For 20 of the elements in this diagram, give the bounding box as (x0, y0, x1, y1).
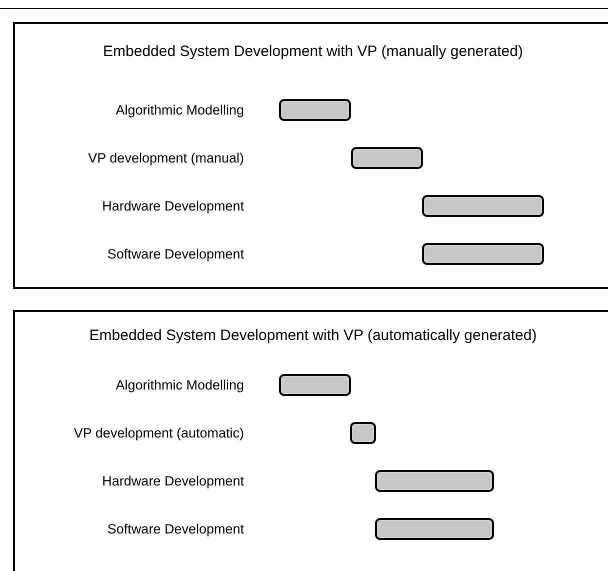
phase-panel (13, 22, 608, 289)
task-label: Algorithmic Modelling (116, 378, 244, 392)
timeline-bar (375, 470, 494, 492)
phase-panel (13, 310, 608, 571)
task-label: Hardware Development (102, 198, 244, 214)
task-label: VP development (manual) (88, 150, 244, 166)
task-label: Software Development (107, 522, 244, 536)
timeline-bar (351, 147, 423, 169)
task-label: VP development (automatic) (74, 426, 244, 440)
task-label: Algorithmic Modelling (116, 102, 244, 118)
task-label: Software Development (107, 246, 244, 262)
timeline-bar (422, 195, 544, 217)
timeline-bar (422, 243, 544, 265)
timeline-bar (279, 99, 351, 121)
task-label: Hardware Development (102, 474, 244, 488)
timeline-bar (279, 374, 351, 396)
timeline-bar (350, 422, 376, 444)
panel-title: Embedded System Development with VP (manually generated) (102, 43, 524, 60)
timeline-bar (375, 518, 494, 540)
panel-title: Embedded System Development with VP (automatically generated) (88, 327, 538, 344)
